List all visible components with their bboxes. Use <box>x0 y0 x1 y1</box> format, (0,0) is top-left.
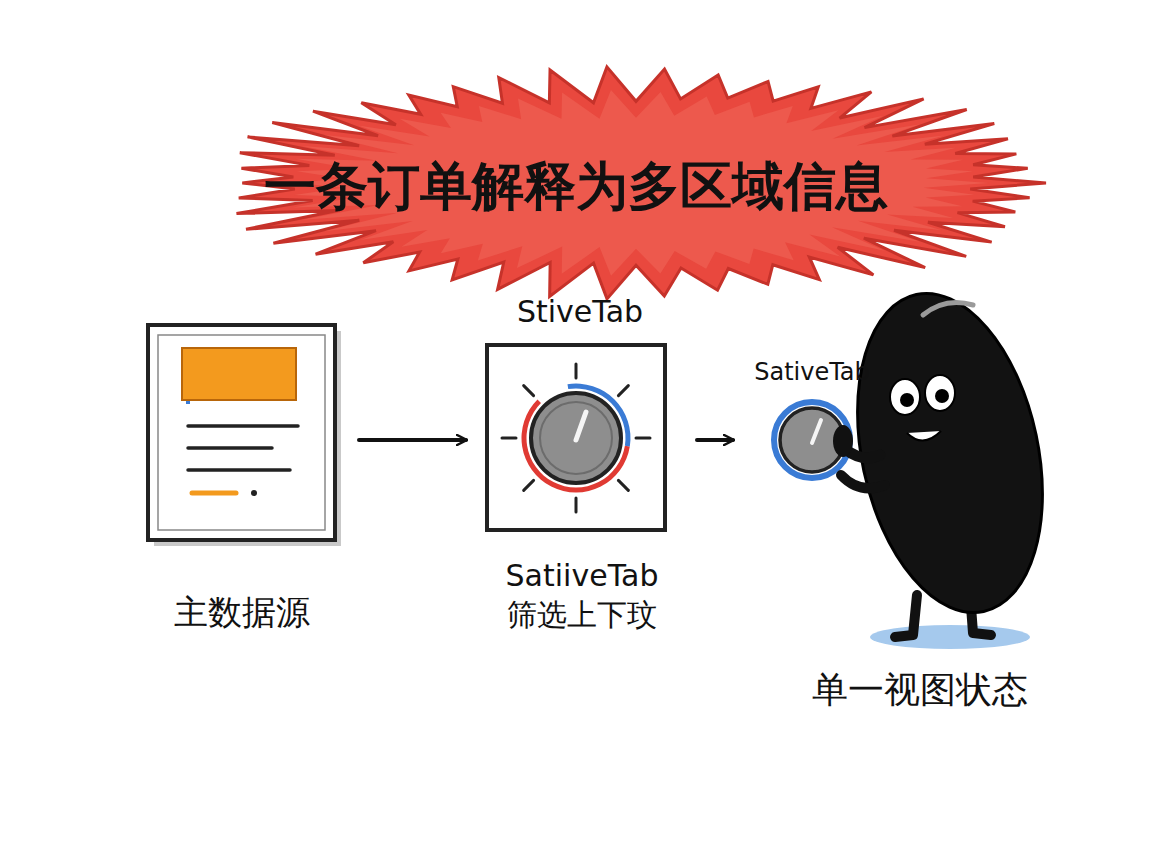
view-state-character: SativeTab 单一视图状态 <box>745 345 1055 723</box>
node-label: StiveTab <box>517 292 643 331</box>
document-icon <box>148 325 341 546</box>
node-label: 主数据源 <box>174 590 310 634</box>
node-label: 单一视图状态 <box>812 667 1028 714</box>
flow-arrow <box>359 438 466 442</box>
node-label: SatiiveTab 筛选上下玟 <box>487 556 677 634</box>
knob-box <box>487 345 665 530</box>
filter-knob-box: StiveTabSatiiveTab 筛选上下玟 <box>478 290 683 645</box>
flow-arrow <box>697 438 733 442</box>
bean-character <box>774 276 1070 649</box>
title-text: 一条订单解释为多区域信息 <box>0 152 1152 222</box>
node-label: SativeTab <box>754 357 870 388</box>
source-document: 主数据源 <box>140 320 345 640</box>
node-illustration <box>745 345 1055 723</box>
